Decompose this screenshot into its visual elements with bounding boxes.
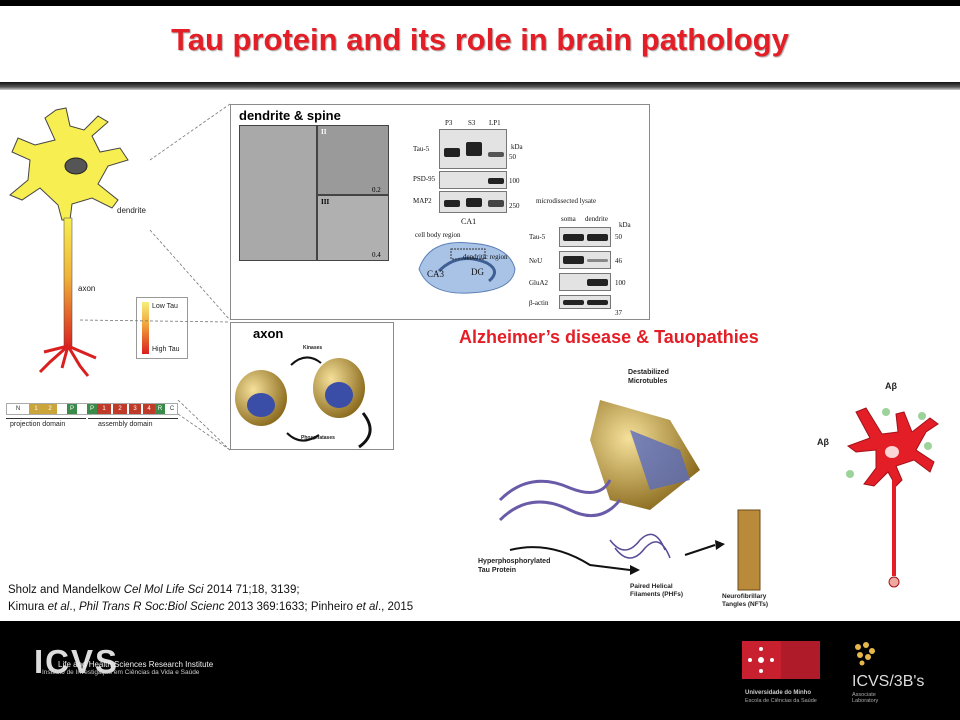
axon-panel: axon Kinases Phosphatases (230, 322, 394, 450)
high-tau-label: High Tau (152, 346, 180, 353)
blot1-row-psd95: PSD-95 (413, 175, 436, 183)
kinases-label: Kinases (303, 345, 323, 351)
blot1-row-tau5: Tau-5 (413, 145, 430, 153)
blot1-lane-lp1: LP1 (489, 119, 501, 127)
blot1-region: CA1 (461, 217, 477, 226)
blot1-psd95 (439, 171, 507, 189)
blot2-lane-dendrite: dendrite (585, 215, 608, 223)
em-image-1 (239, 125, 317, 261)
domain-2: 2 (43, 404, 57, 414)
abeta-label-1: Aβ (885, 381, 897, 391)
blot2-marker-100: 100 (615, 279, 626, 287)
blot2-glua2 (559, 273, 611, 291)
blot2-row-neu: NeU (529, 257, 543, 265)
blot2-neu (559, 251, 611, 269)
hippo-ca3: CA3 (427, 269, 445, 279)
domain-r2: 2 (113, 404, 127, 414)
dendrite-panel-title: dendrite & spine (239, 108, 341, 123)
phf-label: Paired Helical Filaments (PHFs) (630, 583, 684, 598)
blot2-marker-46: 46 (615, 257, 622, 265)
uminho-logo (742, 641, 820, 679)
slide-title: Tau protein and its role in brain pathol… (171, 22, 789, 57)
assembly-domain-label: assembly domain (98, 421, 153, 428)
domain-r3: 3 (129, 404, 141, 414)
domain-c: C (167, 404, 177, 414)
tau-aggregation-diagram (498, 400, 761, 591)
top-bar (0, 0, 960, 6)
projection-domain-label: projection domain (10, 421, 66, 428)
microtubule-diagram (235, 356, 372, 449)
phosphatases-label: Phosphatases (301, 435, 335, 441)
domain-r4: 4 (143, 404, 155, 414)
red-neuron-abeta (846, 407, 939, 588)
icvs-subtitle-pt: Instituto de Investigação em Ciências da… (42, 669, 200, 676)
assembly-bracket (88, 418, 178, 419)
uminho-caduceus (781, 641, 820, 679)
blot1-marker-50: 50 (509, 153, 516, 161)
blot1-map2 (439, 191, 507, 213)
domain-1: 1 (29, 404, 43, 414)
title-rule (0, 82, 960, 90)
b3s-logo-text: ICVS/3B's (852, 673, 925, 690)
alzheimers-title: Alzheimer’s disease & Tauopathies (459, 327, 759, 347)
domain-r: R (155, 404, 165, 414)
b3s-dots-icon (855, 642, 875, 666)
blot2-marker-37: 37 (615, 309, 622, 317)
nft-label: Neurofibrillary Tangles (NFTs) (722, 593, 768, 608)
uminho-cross-icon (748, 647, 774, 673)
hyperphosphorylated-label: Hyperphosphorylated Tau Protein (478, 558, 551, 574)
em-label-iii: III (321, 198, 330, 206)
hippocampus-diagram (418, 242, 516, 294)
blot2-tau5 (559, 227, 611, 247)
hippo-cell-body: cell body region (415, 231, 461, 239)
icvs-logo: ICVS (34, 643, 120, 680)
blot2-row-glua2: GluA2 (529, 279, 549, 287)
neuron-illustration (9, 107, 129, 377)
dendrite-label: dendrite (117, 206, 146, 215)
destabilized-label: Destabilized Microtubles (628, 369, 669, 385)
blot1-marker-100: 100 (509, 177, 520, 185)
tau-gradient-legend: Low Tau High Tau (136, 297, 188, 359)
projection-bracket (6, 418, 86, 419)
domain-p2: P (87, 404, 97, 414)
blot1-row-map2: MAP2 (413, 197, 432, 205)
b3s-subtitle: Associate Laboratory (852, 692, 879, 704)
blot1-lane-s3: S3 (468, 119, 476, 127)
blot2-row-tau5: Tau-5 (529, 233, 546, 241)
uminho-school: Escola de Ciências da Saúde (745, 698, 817, 704)
domain-n: N (7, 404, 29, 414)
blot1-marker-250: 250 (509, 202, 520, 210)
axon-label: axon (78, 284, 96, 293)
blot2-bactin (559, 295, 611, 309)
reference-line-1: Sholz and Mandelkow Cel Mol Life Sci 201… (8, 584, 300, 596)
abeta-label-2: Aβ (817, 437, 829, 447)
blot2-marker-50: 50 (615, 233, 622, 241)
hippo-dendritic: dendritic region (463, 253, 508, 261)
blot2-lane-soma: soma (561, 215, 576, 223)
blot2-title: microdissected lysate (536, 197, 597, 205)
reference-line-2: Kimura et al., Phil Trans R Soc:Biol Sci… (8, 601, 414, 613)
em-image-3: III 0.4 (317, 195, 389, 261)
dendrite-spine-panel: dendrite & spine II 0.2 III 0.4 P3 S3 LP… (230, 104, 650, 320)
tau-gradient-bar (142, 302, 149, 354)
domain-r1: 1 (97, 404, 111, 414)
em-scale-1: 0.2 (372, 186, 381, 194)
blot2-row-bactin: β-actin (529, 299, 549, 307)
hippo-dg: DG (471, 267, 484, 277)
blot1-lane-p3: P3 (445, 119, 453, 127)
low-tau-label: Low Tau (152, 303, 178, 310)
icvs-subtitle: Life and Health Sciences Research Instit… (58, 660, 214, 669)
em-label-ii: II (321, 128, 327, 136)
axon-panel-title: axon (253, 326, 284, 341)
blot2-kda: kDa (619, 221, 631, 229)
domain-p1: P (67, 404, 77, 414)
uminho-name: Universidade do Minho (745, 690, 812, 696)
tau-domain-bar: N 1 2 P P 1 2 3 4 R C (6, 403, 178, 415)
blot1-kda: kDa (511, 143, 523, 151)
blot1-tau5 (439, 129, 507, 169)
em-image-2: II 0.2 (317, 125, 389, 195)
em-scale-2: 0.4 (372, 251, 381, 259)
